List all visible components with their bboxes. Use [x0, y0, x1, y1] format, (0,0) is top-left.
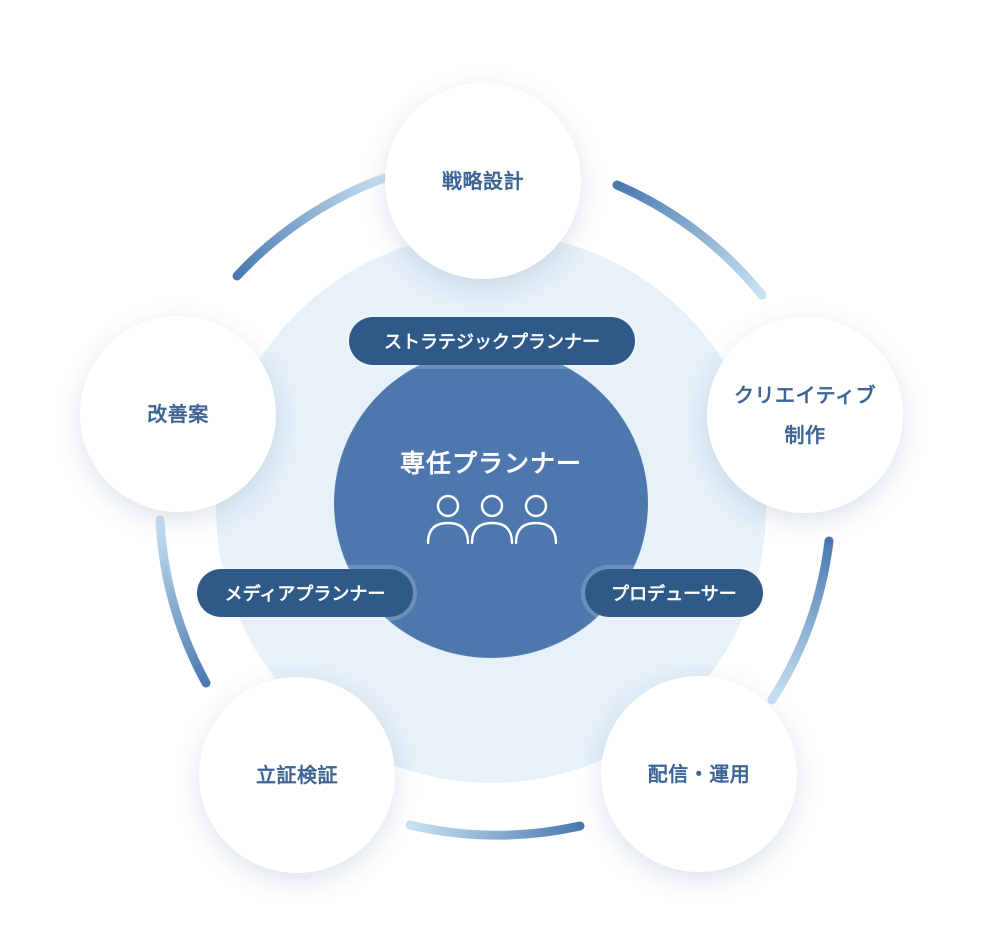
arc-left-to-top: [232, 173, 389, 281]
node-creative-production-line2: 制作: [784, 423, 826, 447]
role-media-planner: メディアプランナー: [197, 569, 413, 617]
arc-bottom-left-to-left: [155, 515, 211, 688]
role-producer: プロデューサー: [585, 569, 763, 617]
node-delivery-operation-label: 配信・運用: [647, 762, 751, 786]
node-strategy-design-label: 戦略設計: [442, 169, 524, 193]
node-creative-production[interactable]: クリエイティブ 制作: [707, 317, 903, 513]
node-verification[interactable]: 立証検証: [199, 677, 395, 873]
arc-bottom-right-to-bottom-left: [405, 820, 585, 840]
node-strategy-design[interactable]: 戦略設計: [385, 83, 581, 279]
arc-top-to-right: [612, 180, 767, 300]
node-creative-production-line1: クリエイティブ: [734, 383, 876, 407]
node-verification-label: 立証検証: [256, 763, 338, 787]
node-delivery-operation[interactable]: 配信・運用: [601, 676, 797, 872]
arc-right-to-bottom-right: [767, 536, 834, 705]
node-improvement[interactable]: 改善案: [80, 316, 276, 512]
role-strategic-planner: ストラテジックプランナー: [349, 317, 635, 365]
three-people-icon: [426, 494, 558, 545]
node-improvement-label: 改善案: [147, 402, 209, 426]
center-title: 専任プランナー: [399, 449, 582, 478]
